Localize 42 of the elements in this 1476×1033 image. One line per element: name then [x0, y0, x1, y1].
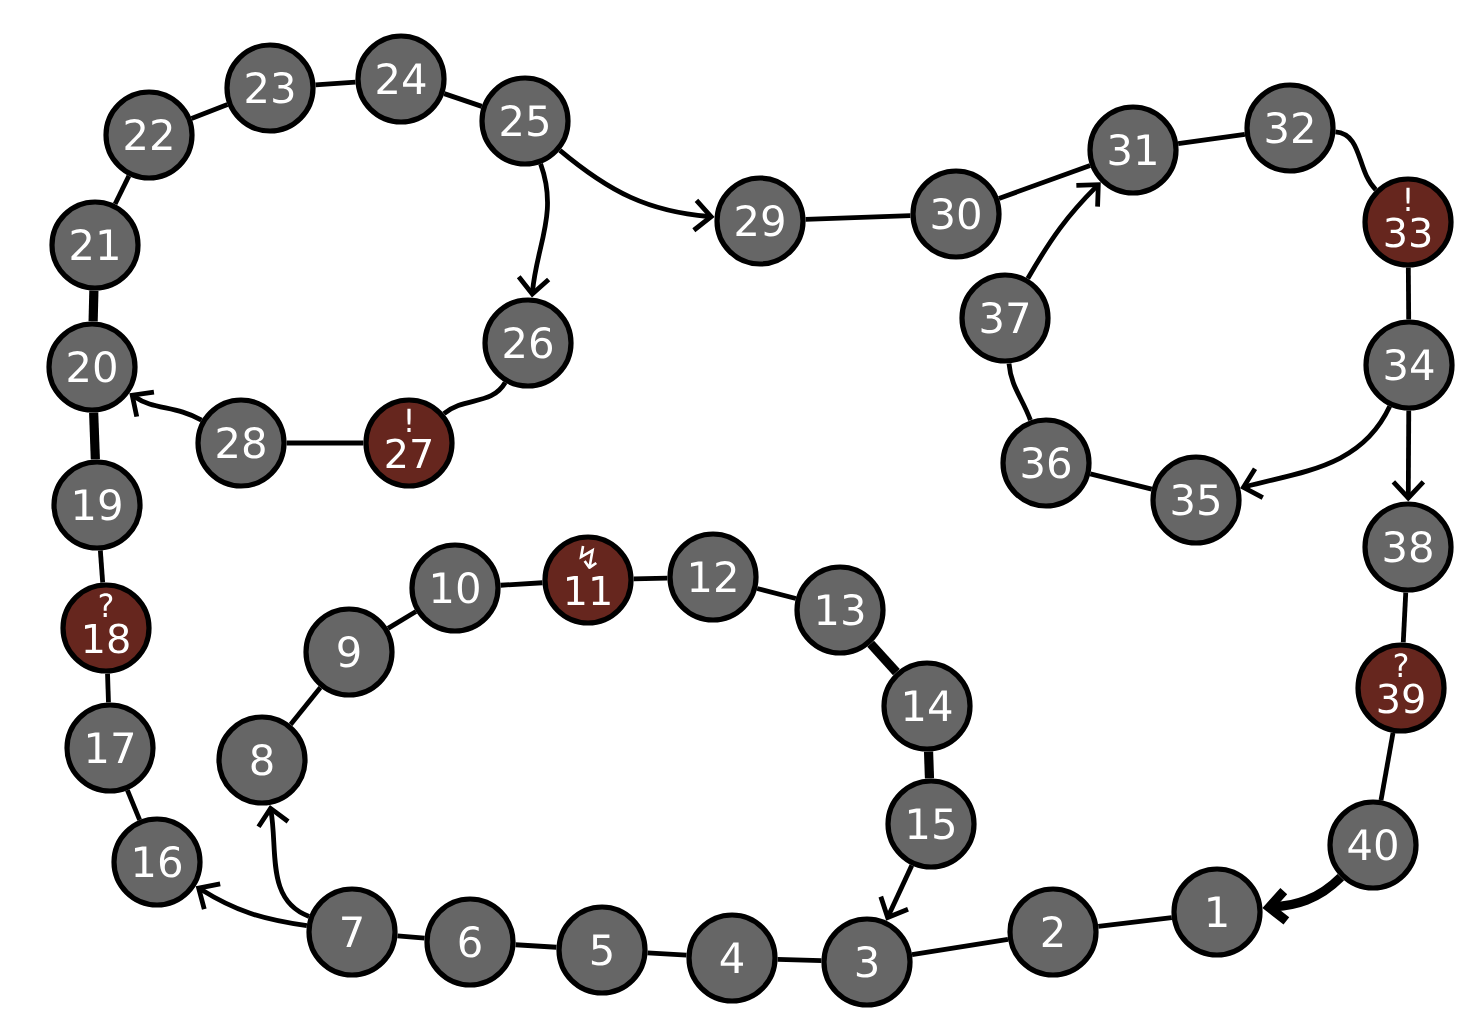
connector-line	[190, 102, 229, 121]
connector-line	[443, 91, 483, 109]
connector-line	[867, 640, 900, 676]
arrow	[1240, 405, 1392, 500]
connector-line	[647, 950, 687, 958]
arrow	[1262, 873, 1344, 925]
arrow	[129, 389, 203, 423]
connector-line	[1098, 915, 1173, 929]
connector-line	[89, 412, 100, 460]
connector-line	[515, 942, 557, 950]
arrow	[195, 881, 308, 929]
connector-line	[805, 213, 911, 222]
connector-line	[1378, 732, 1396, 801]
arrow	[1025, 182, 1101, 280]
connector-line	[500, 580, 543, 588]
connector-line	[1177, 131, 1246, 147]
connector-line	[777, 956, 822, 964]
connector-line	[998, 163, 1091, 201]
connector-line	[911, 936, 1009, 958]
connector-line	[112, 174, 132, 206]
connector-line	[288, 686, 323, 726]
connector-line	[1006, 363, 1033, 422]
connector-line	[1089, 471, 1153, 492]
connector-line	[105, 673, 111, 703]
arrow	[1391, 410, 1426, 502]
connector-line	[397, 933, 425, 941]
arrow	[558, 148, 715, 233]
connector-line	[756, 586, 797, 601]
connector-line	[1400, 592, 1409, 643]
connector-line	[633, 575, 668, 582]
connector-line	[386, 609, 418, 631]
connector-line	[286, 440, 364, 446]
connector-line	[125, 789, 142, 821]
arrow	[516, 163, 551, 298]
arrow	[256, 804, 311, 919]
connector-line	[88, 290, 99, 322]
connector-line	[923, 751, 935, 779]
connector-line	[1334, 129, 1378, 192]
connector-line	[315, 79, 356, 88]
connector-line	[97, 550, 106, 583]
connector-line	[1405, 267, 1412, 320]
connector-line	[442, 381, 508, 416]
